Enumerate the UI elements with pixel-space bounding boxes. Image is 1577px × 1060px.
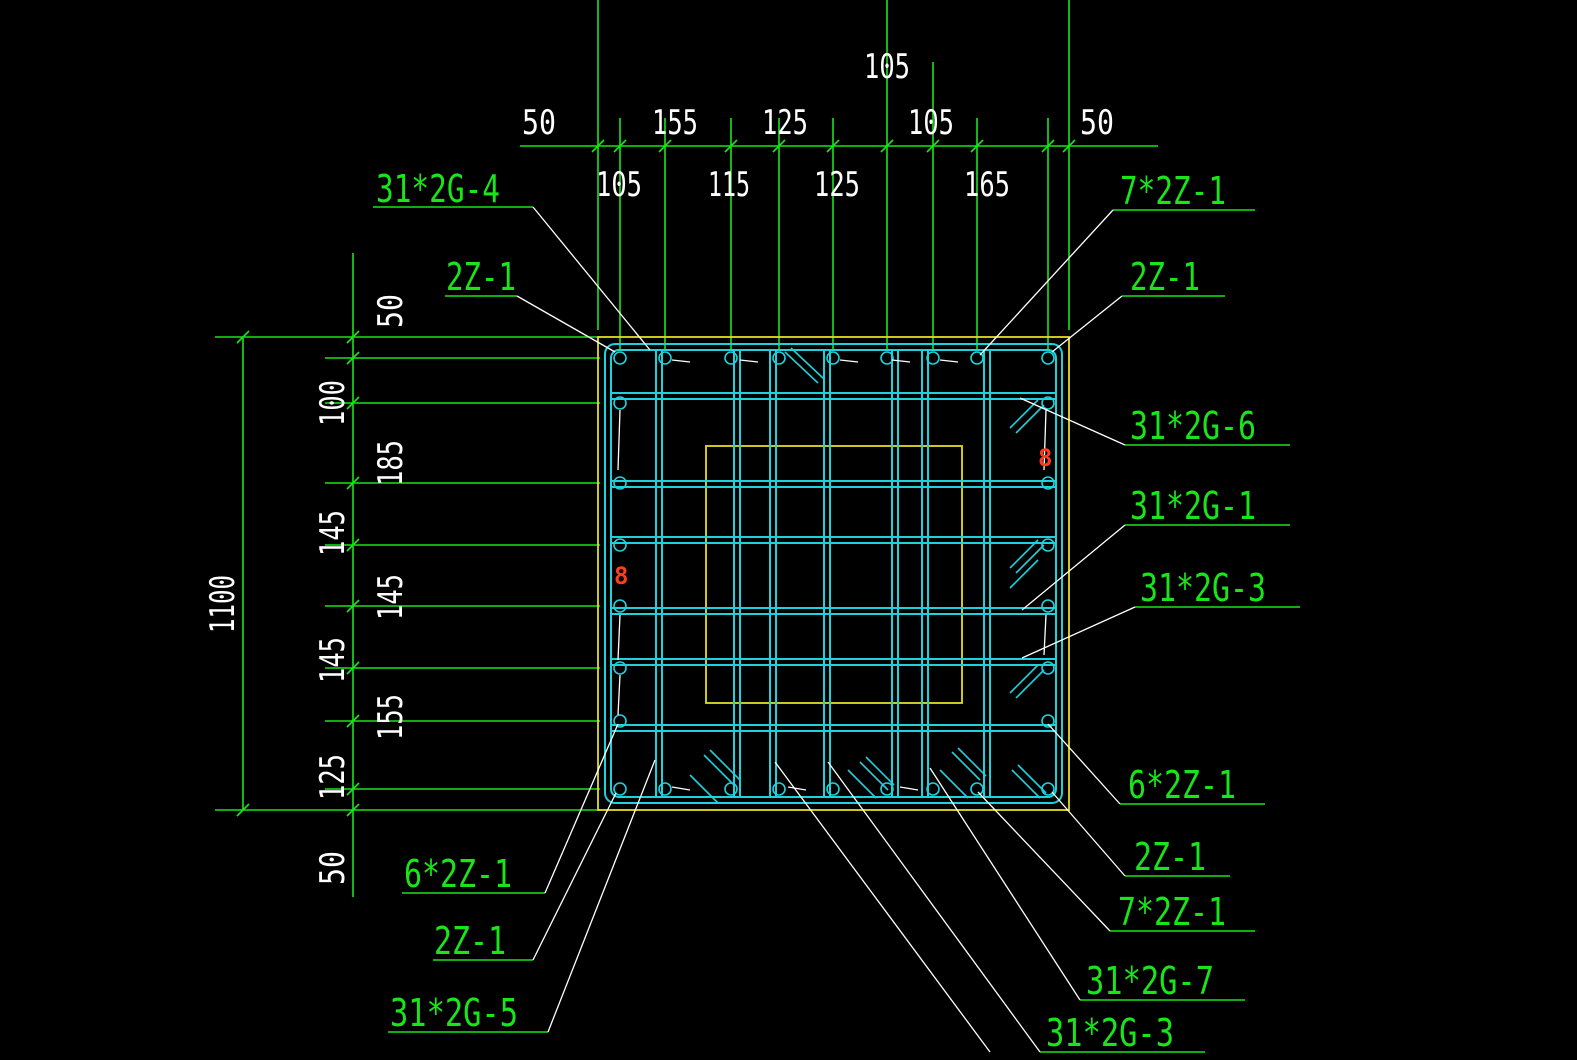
- label-z1-top-right[interactable]: 2Z-1: [1130, 255, 1200, 299]
- dim-top-lower-4: 165: [964, 165, 1010, 205]
- label-g4[interactable]: 31*2G-4: [376, 167, 500, 211]
- dim-top-extra: 105: [864, 47, 910, 87]
- vertical-ties: [655, 350, 991, 797]
- dim-top-lower-3: 125: [814, 165, 860, 205]
- left-dimension-ticks: [236, 330, 360, 817]
- dim-top-3: 125: [762, 103, 808, 143]
- label-g6[interactable]: 31*2G-6: [1130, 404, 1256, 448]
- dim-top-2: 155: [652, 103, 698, 143]
- label-underlines: [373, 206, 1300, 1053]
- label-z7-top-right[interactable]: 7*2Z-1: [1120, 169, 1226, 213]
- top-dimension-ticks: [591, 139, 1076, 153]
- horizontal-ties: [611, 392, 1056, 732]
- label-z1-top-left[interactable]: 2Z-1: [446, 255, 516, 299]
- label-z1-bottom-right[interactable]: 2Z-1: [1134, 835, 1206, 879]
- mark-right: 8: [1038, 444, 1052, 472]
- longitudinal-bars: [613, 351, 1055, 796]
- dim-left-inner-5: 50: [313, 851, 353, 885]
- top-dimension-text: 50 155 125 105 50 105 105 115 125 165: [522, 47, 1114, 205]
- leader-lines: [516, 206, 1136, 1053]
- label-g1[interactable]: 31*2G-1: [1130, 484, 1256, 528]
- dim-left-outer-3: 145: [371, 574, 411, 620]
- dim-left-outer-4: 155: [371, 694, 411, 740]
- dim-top-lower-1: 105: [596, 165, 642, 205]
- label-g3-bottom[interactable]: 31*2G-3: [1046, 1011, 1174, 1055]
- dim-top-5: 50: [1080, 103, 1114, 143]
- label-z7-bottom-right[interactable]: 7*2Z-1: [1118, 890, 1226, 934]
- label-z6-left[interactable]: 6*2Z-1: [404, 852, 512, 896]
- dim-left-outer-1: 50: [371, 294, 411, 328]
- dim-left-inner-1: 100: [313, 380, 353, 426]
- dim-top-1: 50: [522, 103, 556, 143]
- dim-top-4: 105: [908, 103, 954, 143]
- red-marks: 8 8: [614, 444, 1052, 590]
- dim-left-inner-3: 145: [313, 637, 353, 683]
- label-z6-right[interactable]: 6*2Z-1: [1128, 763, 1236, 807]
- label-g7[interactable]: 31*2G-7: [1086, 959, 1214, 1003]
- left-dimension-text: 100 145 145 125 50 50 185 145 155 1100: [203, 294, 411, 885]
- dim-left-inner-2: 145: [313, 510, 353, 556]
- mark-left: 8: [614, 562, 628, 590]
- dim-top-lower-2: 115: [708, 165, 750, 205]
- dim-left-outer-2: 185: [371, 440, 411, 486]
- rebar-cage: [604, 343, 1063, 804]
- rebar-labels: 31*2G-4 2Z-1 7*2Z-1 2Z-1 31*2G-6 31*2G-1…: [376, 167, 1266, 1055]
- concrete-outline: [597, 336, 1070, 811]
- label-z1-bottom-left[interactable]: 2Z-1: [434, 919, 506, 963]
- label-g3-right[interactable]: 31*2G-3: [1140, 566, 1266, 610]
- tie-hooks: [689, 347, 1047, 804]
- label-g5[interactable]: 31*2G-5: [390, 991, 518, 1035]
- dimension-lines: [215, 0, 1300, 1053]
- dim-overall: 1100: [203, 575, 243, 633]
- dim-left-inner-4: 125: [313, 754, 353, 800]
